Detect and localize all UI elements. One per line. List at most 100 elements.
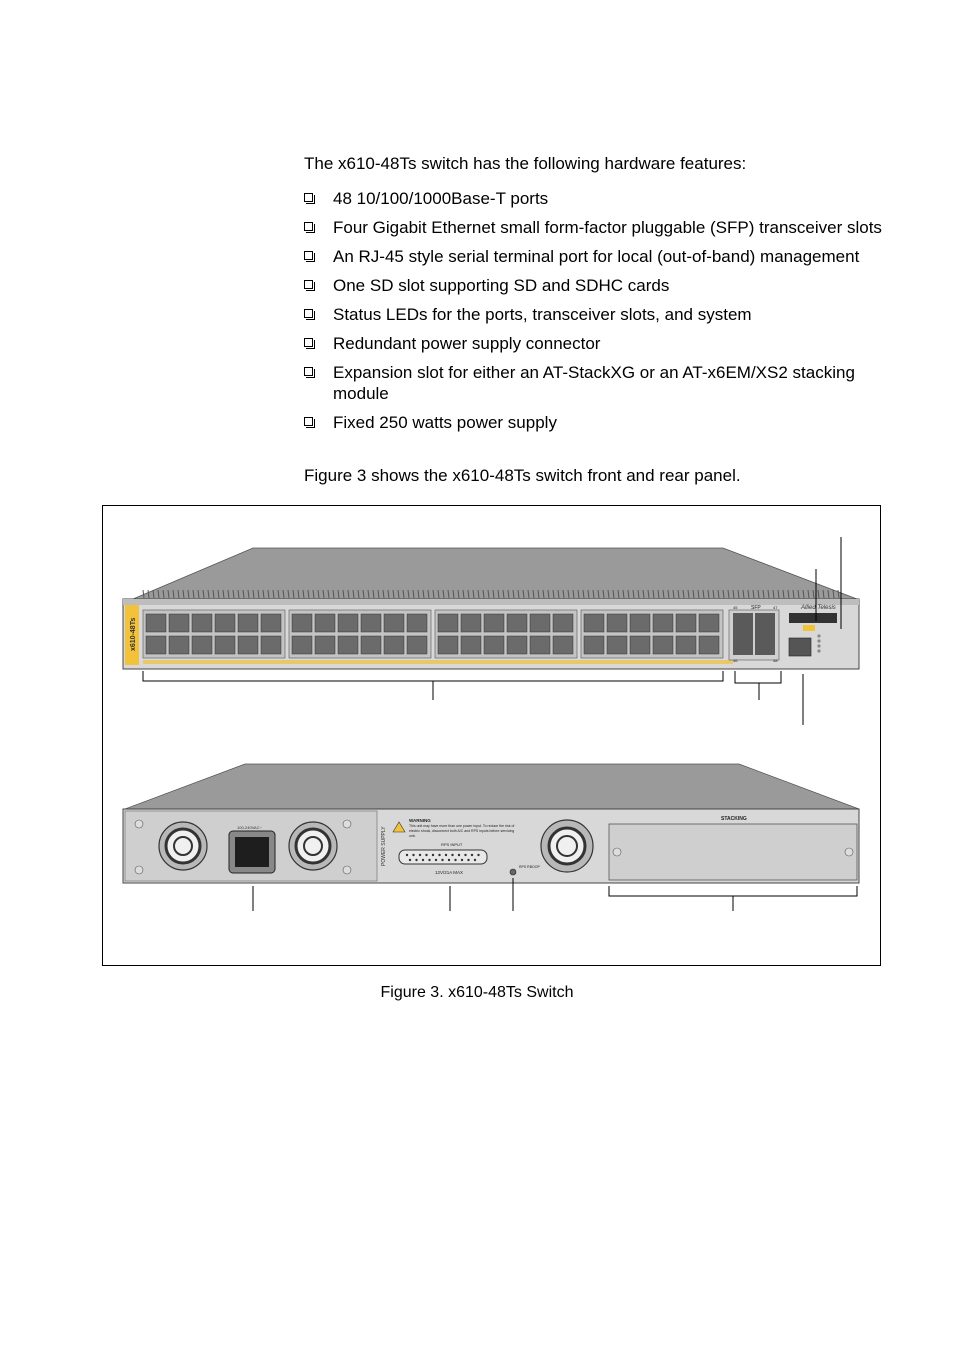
list-item: 48 10/100/1000Base-T ports [304, 188, 894, 209]
list-item: Redundant power supply connector [304, 333, 894, 354]
screw-icon [612, 847, 622, 857]
vent-slot [352, 589, 355, 599]
vent-slot [212, 589, 215, 599]
feature-text: Four Gigabit Ethernet small form-factor … [333, 218, 882, 237]
rj45-port [337, 635, 359, 655]
brand-label: Allied Telesis [800, 605, 836, 611]
rj45-port [437, 635, 459, 655]
rj45-port-blocks [142, 609, 724, 659]
fan-icon [288, 821, 338, 871]
screw-icon [134, 865, 144, 875]
vent-slot [447, 589, 450, 599]
vent-slot [772, 589, 775, 599]
feature-list: 48 10/100/1000Base-T ports Four Gigabit … [304, 188, 894, 441]
vent-slot [282, 589, 285, 599]
checkbox-bullet-icon [304, 251, 315, 262]
vent-slot [677, 589, 680, 599]
vent-slot [612, 589, 615, 599]
vent-slot [337, 589, 340, 599]
figure-reference: Figure 3 shows the x610-48Ts switch fron… [304, 466, 741, 485]
list-item: Status LEDs for the ports, transceiver s… [304, 304, 894, 325]
vent-slot [577, 589, 580, 599]
warning-label [803, 625, 815, 631]
vent-slot [517, 589, 520, 599]
vent-slot [827, 589, 830, 599]
list-item: One SD slot supporting SD and SDHC cards [304, 275, 894, 296]
rj45-port [360, 613, 382, 633]
vent-slot [402, 589, 405, 599]
vent-slot [397, 589, 400, 599]
rj45-port [360, 635, 382, 655]
vent-slot [327, 589, 330, 599]
vent-slot [702, 589, 705, 599]
vent-slot [742, 589, 745, 599]
vent-slot [592, 589, 595, 599]
vent-slot [602, 589, 605, 599]
vent-slot [787, 589, 790, 599]
rj45-port [583, 613, 605, 633]
vent-slot [392, 589, 395, 599]
callout-bracket-stacking [608, 886, 858, 897]
checkbox-bullet-icon [304, 193, 315, 204]
vent-slot [172, 589, 175, 599]
vent-slot [147, 589, 150, 599]
vent-slot [472, 589, 475, 599]
intro-text: The x610-48Ts switch has the following h… [304, 154, 747, 173]
front-panel: x610-48Ts SFP 45 47 46 48 Allied Telesis [122, 537, 860, 725]
rj45-port [606, 635, 628, 655]
rps-pin [447, 858, 451, 862]
model-label-strip [125, 605, 139, 665]
vent-slot [802, 589, 805, 599]
rj45-port [337, 613, 359, 633]
vent-slot [227, 589, 230, 599]
screw-icon [844, 847, 854, 857]
rj45-port [291, 635, 313, 655]
rps-pin [470, 853, 474, 857]
vent-slot [732, 589, 735, 599]
rj45-port [629, 635, 651, 655]
rj45-port [145, 613, 167, 633]
fan-icon [158, 821, 208, 871]
vent-slot [252, 589, 255, 599]
rj45-port [460, 613, 482, 633]
vent-slot [192, 589, 195, 599]
rps-pin [441, 858, 444, 862]
rps-pins [405, 853, 480, 862]
vent-slot [307, 589, 310, 599]
vent-slot [222, 589, 225, 599]
rj45-port [406, 613, 428, 633]
vent-slot [202, 589, 205, 599]
rps-pin [415, 858, 418, 862]
vent-slot [257, 589, 260, 599]
figure-frame: x610-48Ts SFP 45 47 46 48 Allied Telesis [102, 505, 881, 966]
rps-pin [457, 853, 461, 857]
vent-slot [507, 589, 510, 599]
vent-slot [777, 589, 780, 599]
rj45-port [383, 635, 405, 655]
feature-text: One SD slot supporting SD and SDHC cards [333, 276, 670, 295]
vent-slot [552, 589, 555, 599]
rj45-port [214, 613, 236, 633]
rps-pin [412, 853, 415, 857]
list-item: Expansion slot for either an AT-StackXG … [304, 362, 894, 404]
vent-slot [462, 589, 465, 599]
vent-slot [442, 589, 445, 599]
vent-slot [377, 589, 380, 599]
vent-slot [537, 589, 540, 599]
rps-pin [421, 858, 425, 862]
vent-slot [682, 589, 685, 599]
led-strip [143, 660, 733, 664]
vent-slot [237, 589, 240, 599]
callout-bracket-ports [142, 671, 724, 682]
rj45-port [529, 635, 551, 655]
rj45-port [168, 613, 190, 633]
vent-slot [767, 589, 770, 599]
vent-slot [672, 589, 675, 599]
vent-slot [727, 589, 730, 599]
vent-slot [432, 589, 435, 599]
vent-slot [807, 589, 810, 599]
vent-slot [797, 589, 800, 599]
vent-slot [837, 589, 840, 599]
rj45-port [145, 635, 167, 655]
vent-slot [532, 589, 535, 599]
